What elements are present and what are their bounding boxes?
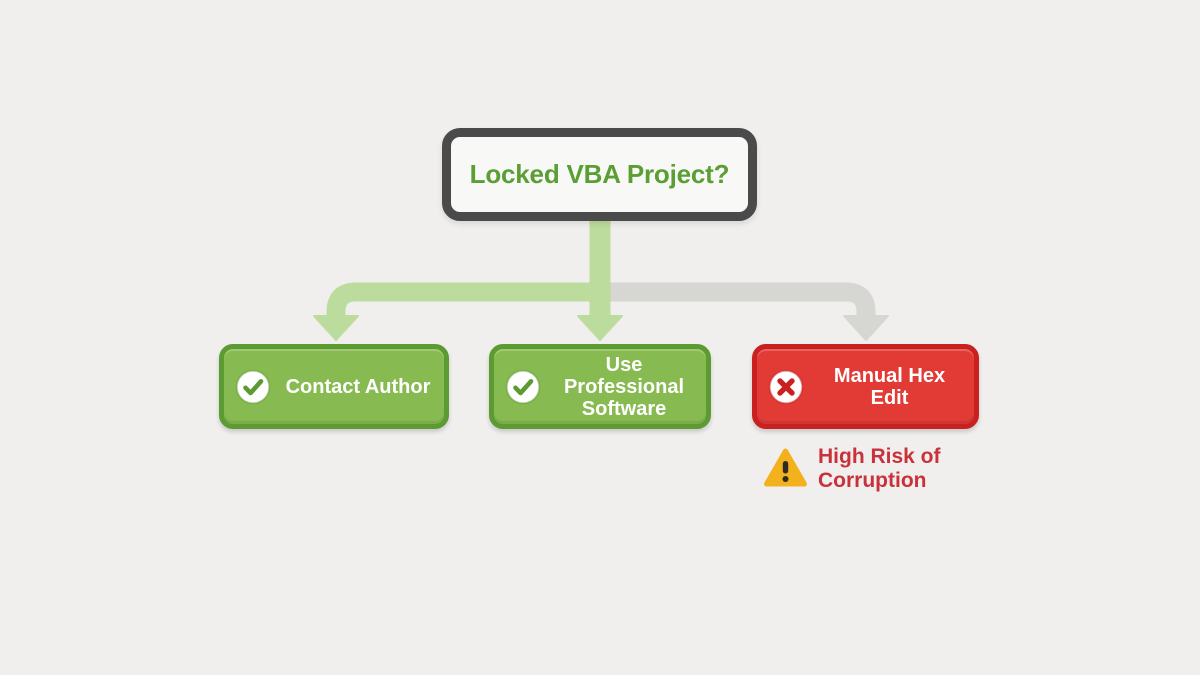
option-label: Use Professional Software	[563, 353, 685, 420]
warning-label: High Risk of Corruption	[818, 445, 941, 492]
check-circle-icon	[505, 369, 541, 404]
option-contact-author: Contact Author	[219, 344, 449, 429]
warning-triangle-icon	[764, 448, 807, 487]
decision-label: Locked VBA Project?	[469, 159, 730, 189]
connector-right-branch	[604, 282, 876, 318]
option-use-professional-software: Use Professional Software	[489, 344, 711, 429]
arrowhead-left-icon	[313, 315, 359, 341]
x-circle-icon	[768, 369, 804, 404]
option-label: Contact Author	[285, 375, 431, 398]
arrowhead-right-icon	[843, 315, 889, 341]
option-manual-hex-edit: Manual Hex Edit	[752, 344, 979, 429]
option-label: Manual Hex Edit	[833, 364, 946, 409]
warning-note: High Risk of Corruption	[763, 445, 950, 492]
arrowhead-center-icon	[577, 315, 623, 341]
check-circle-icon	[235, 369, 271, 404]
connector-left-branch	[326, 282, 608, 318]
decision-box: Locked VBA Project?	[442, 128, 757, 221]
